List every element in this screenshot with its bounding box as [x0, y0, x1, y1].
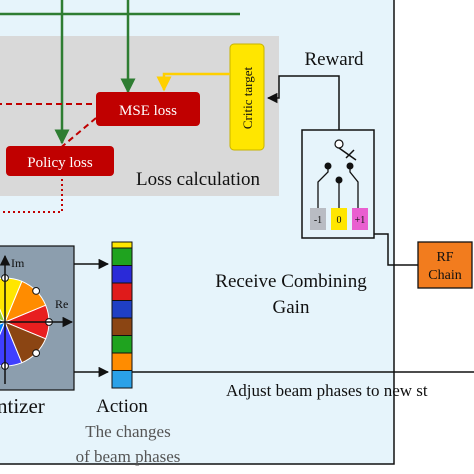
action-label: Action: [96, 396, 148, 417]
action-cell: [111, 335, 133, 354]
switch-branch-left: [317, 168, 329, 210]
action-cell: [111, 241, 133, 249]
red-dotted-policy-out: [0, 174, 63, 213]
critic-target-label: Critic target: [240, 67, 255, 130]
action-cell: [111, 352, 133, 371]
chain-label: Chain: [428, 268, 461, 283]
reward-label: Reward: [304, 49, 364, 70]
switch-option-minus: [310, 208, 326, 230]
gain-label: Gain: [273, 297, 310, 318]
switch-contact-left: [324, 162, 332, 170]
rf-label: RF: [436, 250, 453, 265]
action-cell: [111, 370, 133, 389]
switch-label-zero: 0: [337, 215, 342, 226]
pie-sector: [0, 321, 6, 336]
action-desc-line2: of beam phases: [76, 447, 181, 466]
loss-calculation-label: Loss calculation: [136, 169, 260, 190]
action-cell: [111, 300, 133, 319]
reward-arrow: [266, 75, 340, 140]
rf-chain-box: [417, 241, 473, 289]
switch-to-rf-line: [374, 233, 418, 266]
action-cell: [111, 247, 133, 266]
switch-label-plus: +1: [355, 215, 366, 226]
adjust-beam-phases-label: Adjust beam phases to new st: [226, 381, 428, 400]
switch-contact-right: [346, 162, 354, 170]
mse-loss-box: [96, 92, 200, 126]
switch-pivot: [334, 139, 344, 149]
action-cell: [111, 317, 133, 336]
switch-branch-right: [349, 168, 359, 210]
switch-lever: [338, 147, 357, 161]
mse-loss-label: MSE loss: [119, 103, 177, 119]
yellow-arrow-critic-to-mse: [156, 72, 230, 92]
critic-target-box: [229, 43, 265, 151]
action-vector: [111, 241, 133, 389]
action-cell: [111, 265, 133, 284]
red-dashed-policy-link: [57, 117, 97, 151]
constellation-point: [32, 349, 41, 358]
action-desc-line1: The changes: [85, 422, 170, 441]
pie-sector: [0, 308, 6, 323]
switch-label-minus: -1: [314, 215, 322, 226]
switch-option-zero: [331, 208, 347, 230]
axis-re-label: Re: [55, 297, 68, 311]
switch-contact-mid: [335, 176, 343, 184]
axis-im-label: Im: [11, 256, 25, 270]
switch-option-plus: [352, 208, 368, 230]
receive-combining-label: Receive Combining: [215, 271, 367, 292]
switch-cross: [345, 149, 355, 159]
policy-loss-label: Policy loss: [27, 155, 93, 171]
action-cell: [111, 282, 133, 301]
constellation-point: [32, 286, 41, 295]
policy-loss-box: [6, 146, 114, 176]
quantizer-label: ntizer: [0, 394, 45, 418]
